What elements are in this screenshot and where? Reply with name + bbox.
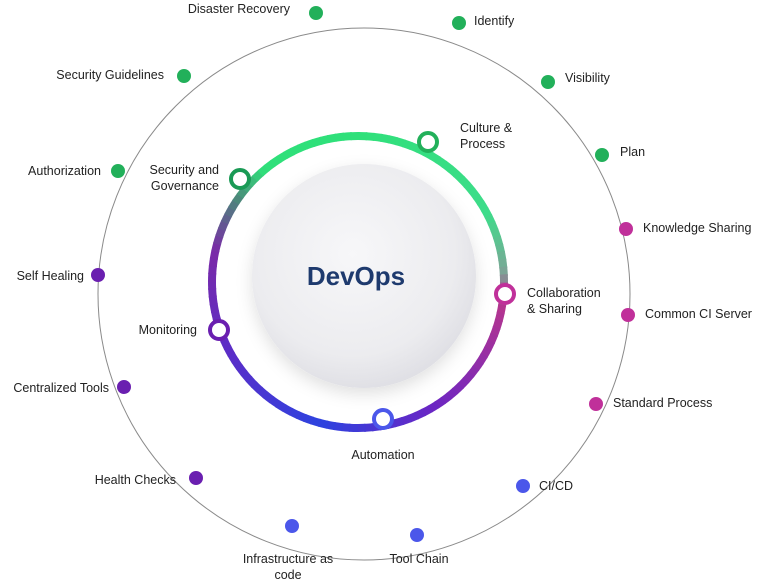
outer-node-label: Identify: [474, 14, 515, 28]
outer-node: Infrastructure as code: [243, 519, 333, 582]
inner-node-label-line: Process: [460, 137, 505, 151]
outer-node-dot: [541, 75, 555, 89]
outer-node-label-line: Plan: [620, 145, 645, 159]
inner-node-collaboration: Collaboration & Sharing: [496, 285, 601, 316]
outer-node-label-line: Self Healing: [17, 269, 84, 283]
inner-node-label-line: & Sharing: [527, 302, 582, 316]
inner-node-label-line: Automation: [351, 448, 414, 462]
outer-node-dot: [452, 16, 466, 30]
outer-node: Knowledge Sharing: [619, 221, 751, 236]
outer-node-label: Centralized Tools: [13, 381, 109, 395]
outer-node-dot: [516, 479, 530, 493]
inner-node-label: Monitoring: [139, 323, 197, 337]
inner-node-label: Collaboration & Sharing: [527, 286, 601, 316]
outer-node-label: Health Checks: [95, 473, 176, 487]
inner-node-label-line: Monitoring: [139, 323, 197, 337]
outer-node-label-line: Infrastructure as: [243, 552, 333, 566]
outer-node-dot: [410, 528, 424, 542]
inner-node-culture: Culture & Process: [419, 121, 513, 151]
outer-node: Plan: [595, 145, 645, 162]
outer-node-label-line: CI/CD: [539, 479, 573, 493]
outer-node-dot: [117, 380, 131, 394]
outer-node-label: Standard Process: [613, 396, 712, 410]
outer-node: Security Guidelines: [56, 68, 191, 83]
outer-node-label-line: Identify: [474, 14, 515, 28]
outer-node-dot: [309, 6, 323, 20]
inner-node-label-line: Culture &: [460, 121, 513, 135]
inner-node-label-line: Governance: [151, 179, 219, 193]
outer-node-dot: [621, 308, 635, 322]
outer-node-label: Visibility: [565, 71, 611, 85]
outer-node: Self Healing: [17, 268, 105, 283]
inner-node-marker: [231, 170, 249, 188]
outer-node: Common CI Server: [621, 307, 752, 322]
outer-node-label-line: Authorization: [28, 164, 101, 178]
outer-node-label-line: Standard Process: [613, 396, 712, 410]
inner-node-label: Culture & Process: [460, 121, 513, 151]
outer-node-dot: [177, 69, 191, 83]
outer-node-dot: [619, 222, 633, 236]
inner-node-monitoring: Monitoring: [139, 321, 228, 339]
outer-node-label: Security Guidelines: [56, 68, 164, 82]
inner-node-marker: [496, 285, 514, 303]
outer-node-label-line: Disaster Recovery: [188, 2, 291, 16]
outer-node-label: Common CI Server: [645, 307, 752, 321]
outer-node-label-line: Knowledge Sharing: [643, 221, 751, 235]
center-label: DevOps: [307, 261, 405, 291]
outer-node-dot: [285, 519, 299, 533]
inner-node-label-line: Security and: [150, 163, 220, 177]
outer-node-dot: [91, 268, 105, 282]
outer-node-label: Self Healing: [17, 269, 84, 283]
outer-node-dot: [111, 164, 125, 178]
outer-node-label: Authorization: [28, 164, 101, 178]
outer-node-label: Plan: [620, 145, 645, 159]
outer-node: CI/CD: [516, 479, 573, 493]
outer-node-dot: [589, 397, 603, 411]
outer-node-label-line: code: [274, 568, 301, 582]
inner-node-label-line: Collaboration: [527, 286, 601, 300]
outer-node: Authorization: [28, 164, 125, 178]
inner-node-marker: [419, 133, 437, 151]
outer-node: Visibility: [541, 71, 611, 89]
outer-node-label-line: Centralized Tools: [13, 381, 109, 395]
outer-node-label: Knowledge Sharing: [643, 221, 751, 235]
outer-node-label-line: Health Checks: [95, 473, 176, 487]
outer-node: Health Checks: [95, 471, 203, 487]
outer-node: Tool Chain: [389, 528, 448, 566]
outer-node: Identify: [452, 14, 515, 30]
outer-node-label-line: Security Guidelines: [56, 68, 164, 82]
outer-node-label-line: Common CI Server: [645, 307, 752, 321]
inner-node-marker: [210, 321, 228, 339]
inner-node-marker: [374, 410, 392, 428]
outer-node-label-line: Tool Chain: [389, 552, 448, 566]
outer-node-dot: [595, 148, 609, 162]
inner-node-label: Automation: [351, 448, 414, 462]
outer-node-dot: [189, 471, 203, 485]
outer-node-label: Tool Chain: [389, 552, 448, 566]
outer-node-label: CI/CD: [539, 479, 573, 493]
outer-node-label: Disaster Recovery: [188, 2, 291, 16]
outer-node: Disaster Recovery: [188, 2, 323, 20]
outer-node-label-line: Visibility: [565, 71, 611, 85]
outer-node: Standard Process: [589, 396, 712, 411]
outer-node-label: Infrastructure as code: [243, 552, 333, 582]
